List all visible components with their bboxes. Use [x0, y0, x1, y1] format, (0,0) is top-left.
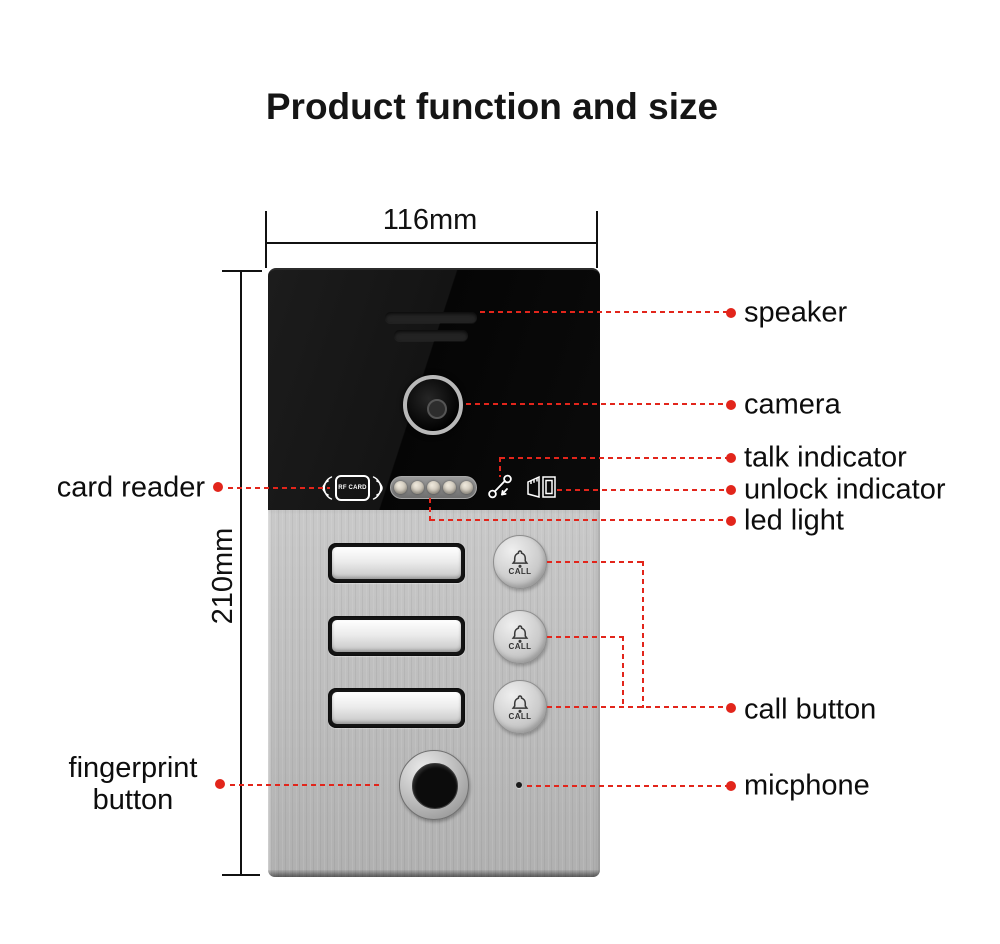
card-reader-dot — [213, 482, 223, 492]
width-dimension-label: 116mm — [382, 204, 478, 236]
label-call-button: call button — [744, 693, 877, 726]
fingerprint-leader-line — [230, 784, 380, 786]
speaker-grille-slot — [394, 330, 468, 341]
card-reader-icon: RF CARD — [322, 474, 383, 502]
name-plate — [328, 543, 465, 583]
page-title: Product function and size — [265, 86, 719, 127]
call-button-label: CALL — [508, 566, 532, 576]
call2-leader-line — [547, 636, 624, 638]
speaker-grille-slot — [385, 312, 477, 323]
indicator-row: RF CARD — [268, 470, 600, 504]
call-button: CALL — [493, 535, 547, 589]
height-dimension-label: 210mm — [207, 527, 239, 625]
microphone-hole — [516, 782, 522, 788]
fingerprint-dot — [215, 779, 225, 789]
label-fingerprint-button: fingerprint button — [68, 752, 198, 816]
speaker-leader-line — [480, 311, 728, 313]
call1-leader-line — [547, 561, 644, 563]
name-plate — [328, 616, 465, 656]
call-button-label: CALL — [508, 711, 532, 721]
led-leader-line — [430, 519, 728, 521]
height-dimension-line — [240, 270, 242, 876]
label-led-light: led light — [744, 504, 844, 537]
talk-leader-line — [500, 457, 728, 459]
height-dimension-tick-top — [222, 270, 262, 272]
bell-icon — [511, 549, 529, 568]
led-dot — [394, 481, 408, 494]
panel-lower-metal-section: CALL CALL CALL — [268, 510, 600, 877]
call1-leader-line-vertical — [642, 561, 644, 708]
name-plate-window — [332, 620, 461, 652]
width-dimension-line — [266, 242, 597, 244]
call-dot — [726, 703, 736, 713]
call2-leader-line-vertical — [622, 636, 624, 708]
label-card-reader: card reader — [56, 471, 205, 504]
label-micphone: micphone — [744, 769, 870, 802]
led-dot-marker — [726, 516, 736, 526]
talk-indicator-icon — [486, 470, 514, 502]
camera-dot — [726, 400, 736, 410]
name-plate — [328, 688, 465, 728]
led-dot — [443, 481, 457, 494]
fingerprint-sensor — [399, 750, 469, 820]
call-button: CALL — [493, 680, 547, 734]
led-light-indicator — [390, 476, 477, 499]
led-dot — [410, 481, 424, 494]
unlock-leader-line — [557, 489, 728, 491]
bell-icon — [511, 694, 529, 713]
talk-dot — [726, 453, 736, 463]
call-button: CALL — [493, 610, 547, 664]
wave-right-icon — [372, 476, 383, 500]
label-speaker: speaker — [744, 296, 848, 329]
name-plate-window — [332, 692, 461, 724]
speaker-dot — [726, 308, 736, 318]
unlock-dot — [726, 485, 736, 495]
label-unlock-indicator: unlock indicator — [744, 473, 946, 506]
width-dimension-tick-right — [596, 211, 598, 268]
camera-lens — [403, 375, 463, 435]
unlock-indicator-icon — [526, 474, 558, 500]
height-dimension-tick-bottom — [222, 874, 260, 876]
mic-leader-line — [527, 785, 728, 787]
mic-dot — [726, 781, 736, 791]
bell-icon — [511, 624, 529, 643]
name-plate-window — [332, 547, 461, 579]
camera-leader-line — [466, 403, 728, 405]
rf-card-badge: RF CARD — [335, 475, 370, 501]
call-button-label: CALL — [508, 641, 532, 651]
card-reader-leader-line — [228, 487, 330, 489]
label-camera: camera — [744, 388, 841, 421]
led-leader-line-vertical — [429, 498, 431, 521]
intercom-panel: RF CARD — [268, 268, 600, 877]
width-dimension-tick-left — [265, 211, 267, 268]
call3-leader-line — [547, 706, 728, 708]
label-talk-indicator: talk indicator — [744, 441, 907, 474]
panel-upper-black-section: RF CARD — [268, 268, 600, 510]
led-dot — [426, 481, 440, 494]
talk-leader-line-vertical — [499, 457, 501, 477]
led-dot — [459, 481, 473, 494]
